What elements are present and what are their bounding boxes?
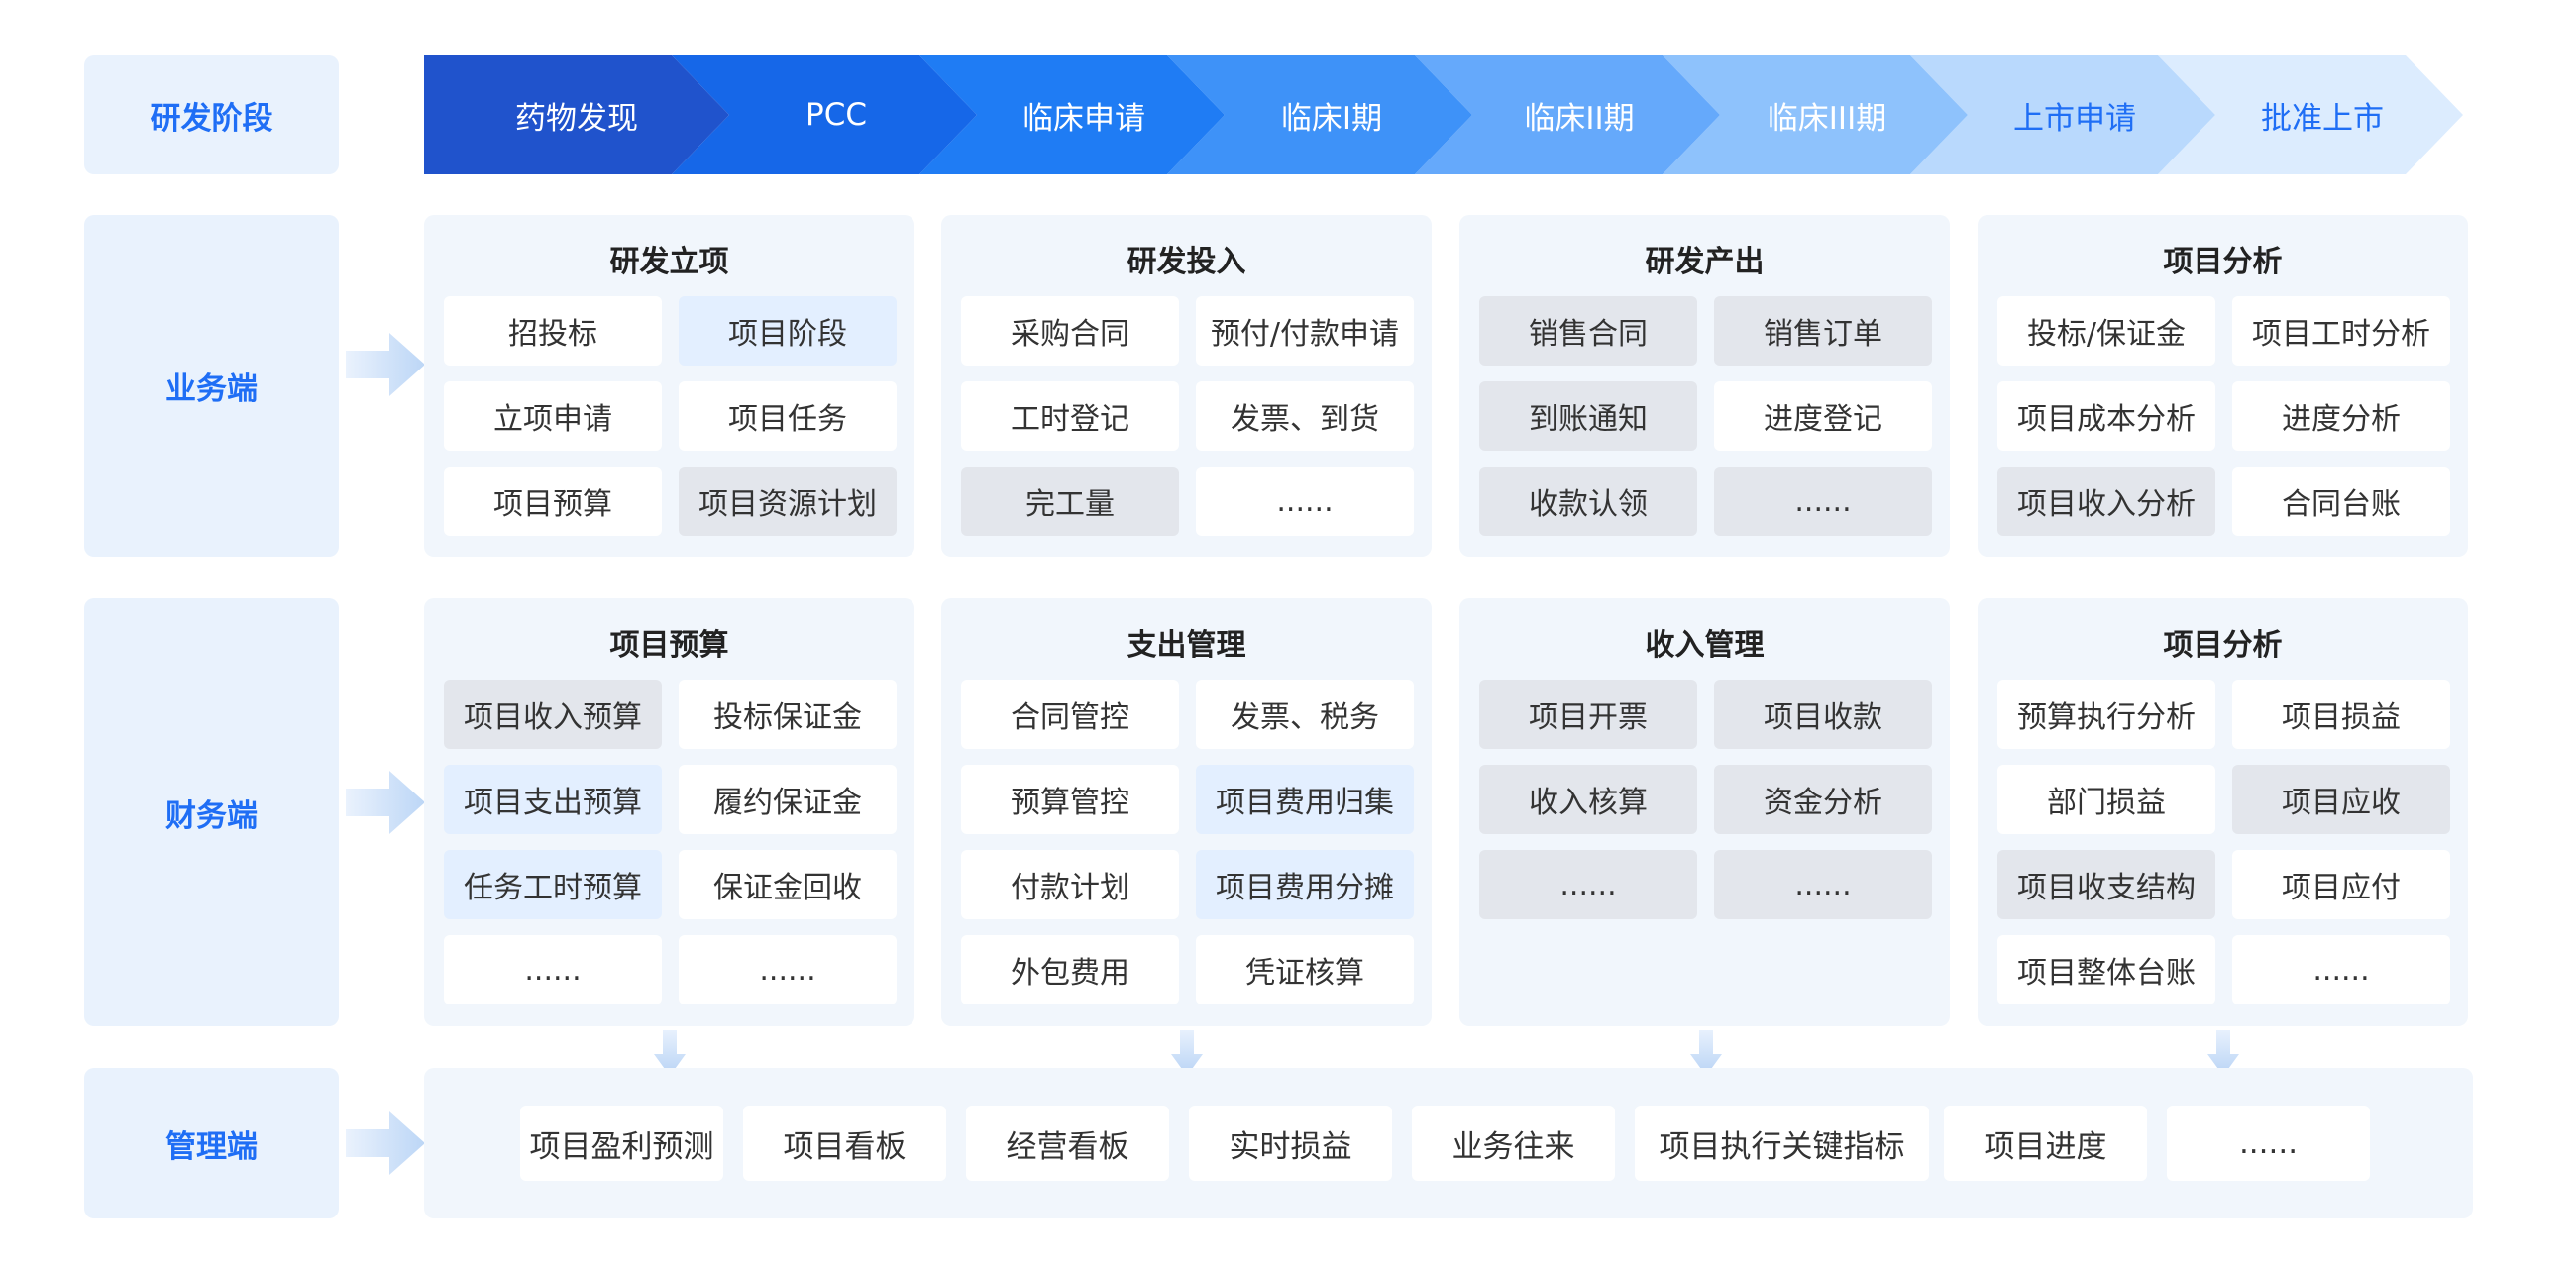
module-cell[interactable]: 项目收入分析 bbox=[1997, 467, 2215, 536]
panel-title: 研发投入 bbox=[1127, 245, 1246, 279]
module-cell[interactable]: 发票、税务 bbox=[1196, 680, 1414, 749]
panel-title: 研发立项 bbox=[609, 245, 729, 279]
panel-title: 项目预算 bbox=[609, 628, 729, 663]
module-cell[interactable]: 项目任务 bbox=[679, 381, 897, 451]
management-item[interactable]: 业务往来 bbox=[1412, 1106, 1615, 1181]
panel-title: 收入管理 bbox=[1645, 628, 1765, 663]
module-cell[interactable]: 凭证核算 bbox=[1196, 935, 1414, 1004]
module-cell[interactable]: 项目应付 bbox=[2232, 850, 2450, 919]
panel-title: 研发产出 bbox=[1645, 245, 1765, 279]
management-item[interactable]: 项目盈利预测 bbox=[520, 1106, 723, 1181]
module-cell[interactable]: 项目损益 bbox=[2232, 680, 2450, 749]
module-cell[interactable]: 投标/保证金 bbox=[1997, 296, 2215, 366]
module-cell[interactable]: 采购合同 bbox=[961, 296, 1179, 366]
management-item[interactable]: 实时损益 bbox=[1189, 1106, 1392, 1181]
module-cell[interactable]: 部门损益 bbox=[1997, 765, 2215, 834]
down-arrow-icon bbox=[654, 1030, 686, 1076]
management-arrow-icon bbox=[346, 1111, 425, 1175]
module-cell[interactable]: 外包费用 bbox=[961, 935, 1179, 1004]
module-cell[interactable]: 任务工时预算 bbox=[444, 850, 662, 919]
module-cell[interactable]: 预算执行分析 bbox=[1997, 680, 2215, 749]
module-cell[interactable]: 资金分析 bbox=[1714, 765, 1932, 834]
module-cell[interactable]: 合同台账 bbox=[2232, 467, 2450, 536]
panel-title: 项目分析 bbox=[2163, 628, 2283, 663]
down-arrow-icon bbox=[2207, 1030, 2239, 1076]
module-cell[interactable]: 项目应收 bbox=[2232, 765, 2450, 834]
business-arrow-icon bbox=[346, 333, 425, 396]
module-cell[interactable]: 销售订单 bbox=[1714, 296, 1932, 366]
module-cell[interactable]: 项目收入预算 bbox=[444, 680, 662, 749]
module-cell[interactable]: 投标保证金 bbox=[679, 680, 897, 749]
module-cell[interactable]: ...... bbox=[1196, 467, 1414, 536]
finance-panel-1: 项目预算项目收入预算投标保证金项目支出预算履约保证金任务工时预算保证金回收...… bbox=[424, 598, 914, 1026]
module-cell[interactable]: 合同管控 bbox=[961, 680, 1179, 749]
finance-panel-2: 支出管理合同管控发票、税务预算管控项目费用归集付款计划项目费用分摊外包费用凭证核… bbox=[941, 598, 1432, 1026]
module-cell[interactable]: 完工量 bbox=[961, 467, 1179, 536]
module-cell[interactable]: 履约保证金 bbox=[679, 765, 897, 834]
module-cell[interactable]: 保证金回收 bbox=[679, 850, 897, 919]
management-item[interactable]: 项目看板 bbox=[743, 1106, 946, 1181]
module-cell[interactable]: 项目预算 bbox=[444, 467, 662, 536]
module-cell[interactable]: 项目支出预算 bbox=[444, 765, 662, 834]
module-cell[interactable]: 项目工时分析 bbox=[2232, 296, 2450, 366]
finance-panel-4: 项目分析预算执行分析项目损益部门损益项目应收项目收支结构项目应付项目整体台账..… bbox=[1978, 598, 2468, 1026]
module-cell[interactable]: 预付/付款申请 bbox=[1196, 296, 1414, 366]
module-cell[interactable]: ...... bbox=[444, 935, 662, 1004]
panel-title: 支出管理 bbox=[1127, 628, 1246, 663]
module-cell[interactable]: 项目费用归集 bbox=[1196, 765, 1414, 834]
module-cell[interactable]: ...... bbox=[1714, 467, 1932, 536]
module-cell[interactable]: 立项申请 bbox=[444, 381, 662, 451]
module-cell[interactable]: 项目收款 bbox=[1714, 680, 1932, 749]
module-cell[interactable]: 招投标 bbox=[444, 296, 662, 366]
down-arrow-icon bbox=[1690, 1030, 1722, 1076]
finance-arrow-icon bbox=[346, 771, 425, 834]
module-cell[interactable]: ...... bbox=[679, 935, 897, 1004]
stage-row-label: 研发阶段 bbox=[84, 55, 339, 174]
module-cell[interactable]: 收入核算 bbox=[1479, 765, 1697, 834]
module-cell[interactable]: 发票、到货 bbox=[1196, 381, 1414, 451]
stage-1: 药物发现 bbox=[424, 55, 729, 174]
module-cell[interactable]: 项目费用分摊 bbox=[1196, 850, 1414, 919]
business-panel-1: 研发立项招投标项目阶段立项申请项目任务项目预算项目资源计划 bbox=[424, 215, 914, 557]
module-cell[interactable]: ...... bbox=[1479, 850, 1697, 919]
management-item[interactable]: 经营看板 bbox=[966, 1106, 1169, 1181]
panel-title: 项目分析 bbox=[2163, 245, 2283, 279]
management-item[interactable]: 项目进度 bbox=[1944, 1106, 2147, 1181]
management-panel: 项目盈利预测项目看板经营看板实时损益业务往来项目执行关键指标项目进度...... bbox=[424, 1068, 2473, 1218]
module-cell[interactable]: 付款计划 bbox=[961, 850, 1179, 919]
module-cell[interactable]: 项目收支结构 bbox=[1997, 850, 2215, 919]
module-cell[interactable]: 收款认领 bbox=[1479, 467, 1697, 536]
business-panel-4: 项目分析投标/保证金项目工时分析项目成本分析进度分析项目收入分析合同台账 bbox=[1978, 215, 2468, 557]
module-cell[interactable]: 工时登记 bbox=[961, 381, 1179, 451]
module-cell[interactable]: 预算管控 bbox=[961, 765, 1179, 834]
business-row-label: 业务端 bbox=[84, 215, 339, 557]
module-cell[interactable]: 进度登记 bbox=[1714, 381, 1932, 451]
down-arrow-icon bbox=[1171, 1030, 1203, 1076]
stage-5: 临床II期 bbox=[1415, 55, 1720, 174]
module-cell[interactable]: 项目成本分析 bbox=[1997, 381, 2215, 451]
module-cell[interactable]: 销售合同 bbox=[1479, 296, 1697, 366]
module-cell[interactable]: 项目资源计划 bbox=[679, 467, 897, 536]
business-panel-3: 研发产出销售合同销售订单到账通知进度登记收款认领...... bbox=[1459, 215, 1950, 557]
module-cell[interactable]: 项目开票 bbox=[1479, 680, 1697, 749]
management-item[interactable]: 项目执行关键指标 bbox=[1635, 1106, 1929, 1181]
module-cell[interactable]: 项目阶段 bbox=[679, 296, 897, 366]
management-item[interactable]: ...... bbox=[2167, 1106, 2370, 1181]
finance-row-label: 财务端 bbox=[84, 598, 339, 1026]
business-panel-2: 研发投入采购合同预付/付款申请工时登记发票、到货完工量...... bbox=[941, 215, 1432, 557]
finance-panel-3: 收入管理项目开票项目收款收入核算资金分析............ bbox=[1459, 598, 1950, 1026]
module-cell[interactable]: ...... bbox=[2232, 935, 2450, 1004]
module-cell[interactable]: 进度分析 bbox=[2232, 381, 2450, 451]
module-cell[interactable]: 到账通知 bbox=[1479, 381, 1697, 451]
module-cell[interactable]: ...... bbox=[1714, 850, 1932, 919]
management-row-label: 管理端 bbox=[84, 1068, 339, 1218]
module-cell[interactable]: 项目整体台账 bbox=[1997, 935, 2215, 1004]
